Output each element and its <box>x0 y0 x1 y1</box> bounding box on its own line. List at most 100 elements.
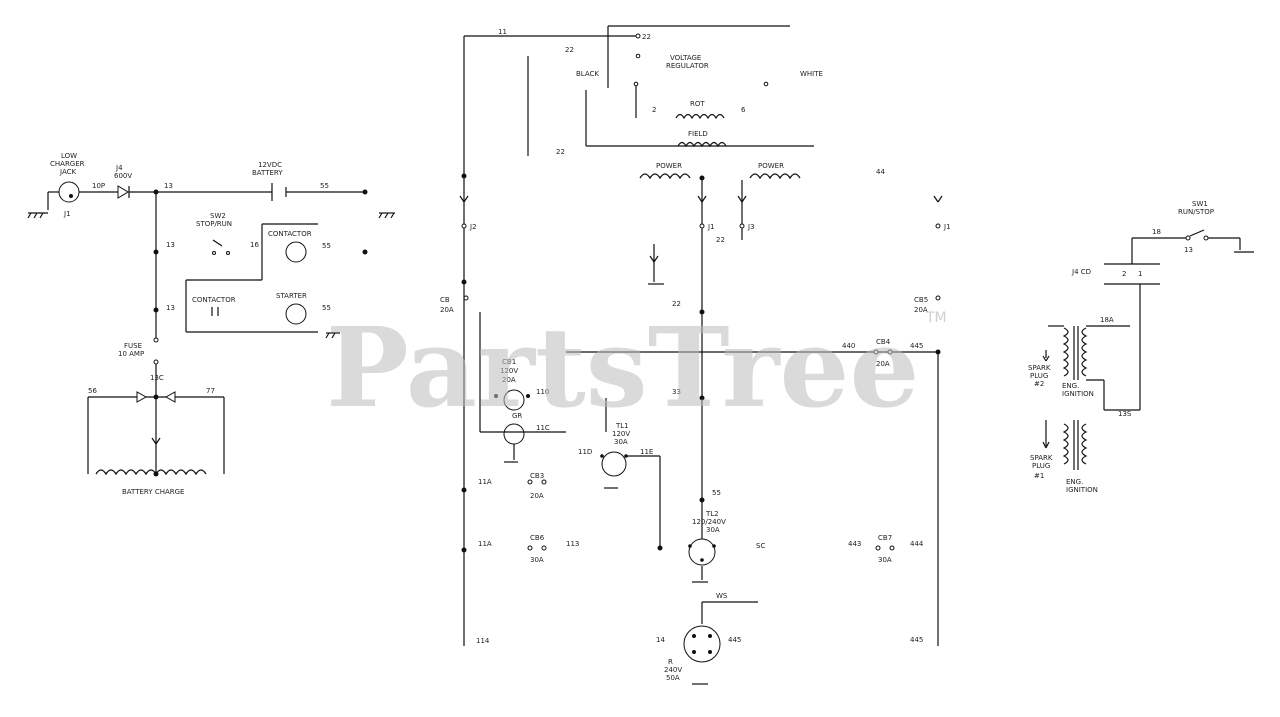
fuse-label-1: FUSE <box>124 342 142 350</box>
t1a-rating: 20A <box>440 306 454 314</box>
cb1-label-2: 120V <box>500 367 518 375</box>
charger-jack-symbol <box>58 181 80 203</box>
power-coil-2-symbol <box>749 173 801 180</box>
field-label: FIELD <box>688 130 708 138</box>
spark1-label-1: SPARK <box>1028 364 1051 372</box>
spark2-label-3: #1 <box>1034 472 1044 480</box>
battery-label-1: 12VDC <box>258 161 282 169</box>
watermark: PartsTree TM <box>326 303 947 432</box>
cb7-label: CB7 <box>878 534 892 542</box>
wire-11a: 11A <box>478 478 492 486</box>
cb6-label: CB6 <box>530 534 545 542</box>
power-label-1: POWER <box>656 162 682 170</box>
wire-22-d: 22 <box>716 236 725 244</box>
wire-22-c: 22 <box>556 148 565 156</box>
wire-444: 444 <box>910 540 924 548</box>
sw1-label-2: RUN/STOP <box>1178 208 1214 216</box>
wire-11a-2: 11A <box>478 540 492 548</box>
ign2-label-2: IGNITION <box>1066 486 1098 494</box>
plug-pin-1: 1 <box>1138 270 1142 278</box>
wire-443: 443 <box>848 540 861 548</box>
gr-label: GR <box>512 412 522 420</box>
regulator-label-1: VOLTAGE <box>670 54 701 62</box>
generator-section: 22 11 22 VOLTAGE REGULATOR BLACK WHITE 2… <box>440 25 951 685</box>
wire-55-a: 55 <box>320 182 329 190</box>
spark2-label-1: SPARK <box>1030 454 1053 462</box>
tl2-outlet <box>688 538 716 566</box>
ignition-coil-2-secondary <box>1081 423 1088 465</box>
wire-33: 33 <box>672 388 681 396</box>
ign2-label-1: ENG. <box>1066 478 1083 486</box>
diode-symbol <box>117 185 129 199</box>
rotor-coil-symbol <box>675 113 725 120</box>
t1a-label: CB <box>440 296 450 304</box>
tl1-label-1: TL1 <box>615 422 629 430</box>
wire-18a: 18A <box>1100 316 1114 324</box>
wire-13s: 13S <box>1118 410 1132 418</box>
wire-445-c: 445 <box>910 636 923 644</box>
tl2-label-3: 30A <box>706 526 720 534</box>
wire-22-e: 22 <box>672 300 681 308</box>
wire-22-top: 22 <box>642 33 651 41</box>
diode-label-2: 600V <box>114 172 132 180</box>
wire-445: 445 <box>910 342 923 350</box>
field-coil-symbol <box>677 141 727 148</box>
wire-18-b: 13 <box>1184 246 1193 254</box>
diode-label-1: J4 <box>115 164 123 172</box>
charger-label-3: JACK <box>59 168 76 176</box>
regulator-label-2: REGULATOR <box>666 62 709 70</box>
tl1-outlet <box>601 451 627 477</box>
plug-label: J4 CD <box>1071 268 1091 276</box>
battery-charge-label: BATTERY CHARGE <box>122 488 184 496</box>
ignition-coil-1-primary <box>1062 327 1069 377</box>
wire-10p: 10P <box>92 182 105 190</box>
wire-16: 16 <box>250 241 259 249</box>
ignition-section: SW1 RUN/STOP 18 13 2 1 J4 CD 13S 18A SPA… <box>1028 200 1254 494</box>
wire-44: 44 <box>876 168 885 176</box>
j1c-label: J1 <box>943 223 951 231</box>
j3-label: J3 <box>747 223 755 231</box>
r-label-2: 240V <box>664 666 682 674</box>
cb1-outlet <box>503 389 525 411</box>
charger-section: LOW CHARGER JACK J1 J4 600V 10P 13 12VDC… <box>27 152 395 496</box>
starter-label: STARTER <box>276 292 307 300</box>
cb4-label: CB4 <box>876 338 891 346</box>
wire-13c: 13C <box>150 374 164 382</box>
black-label: BLACK <box>576 70 599 78</box>
white-label: WHITE <box>800 70 823 78</box>
wire-55-d: 55 <box>712 489 721 497</box>
wire-11c: 11C <box>536 424 550 432</box>
ignition-coil-1-secondary <box>1081 327 1088 377</box>
battery-label-2: BATTERY <box>252 169 283 177</box>
j1-label: J1 <box>63 210 71 218</box>
tl2-label-2: 120/240V <box>692 518 726 526</box>
fuse-label-2: 10 AMP <box>118 350 144 358</box>
tl1-label-3: 30A <box>614 438 628 446</box>
cb6-rating: 30A <box>530 556 544 564</box>
wire-13-a: 13 <box>164 182 173 190</box>
wire-114b: 14 <box>656 636 665 644</box>
tl2-label-1: TL2 <box>705 510 719 518</box>
cb3-label: CB3 <box>530 472 544 480</box>
ws-label: WS <box>716 592 728 600</box>
wire-55-c: 55 <box>322 304 331 312</box>
wire-6: 6 <box>741 106 746 114</box>
wire-114: 114 <box>476 637 490 645</box>
power-coil-1-symbol <box>639 173 691 180</box>
spark2-label-2: PLUG <box>1032 462 1050 470</box>
contactor-top-label: CONTACTOR <box>268 230 312 238</box>
ignition-coil-2-primary <box>1062 423 1069 465</box>
charger-label-2: CHARGER <box>50 160 85 168</box>
contactor-left-label: CONTACTOR <box>192 296 236 304</box>
power-label-2: POWER <box>758 162 784 170</box>
wire-110: 110 <box>536 388 549 396</box>
watermark-tm: TM <box>925 310 947 326</box>
cb1-label-1: CB1 <box>502 358 516 366</box>
wire-13-b: 13 <box>166 241 175 249</box>
sw2-label-2: STOP/RUN <box>196 220 232 228</box>
wire-445-b: 445 <box>728 636 741 644</box>
cb3-rating: 20A <box>530 492 544 500</box>
wire-13-c: 13 <box>166 304 175 312</box>
ign1-label-2: IGNITION <box>1062 390 1094 398</box>
